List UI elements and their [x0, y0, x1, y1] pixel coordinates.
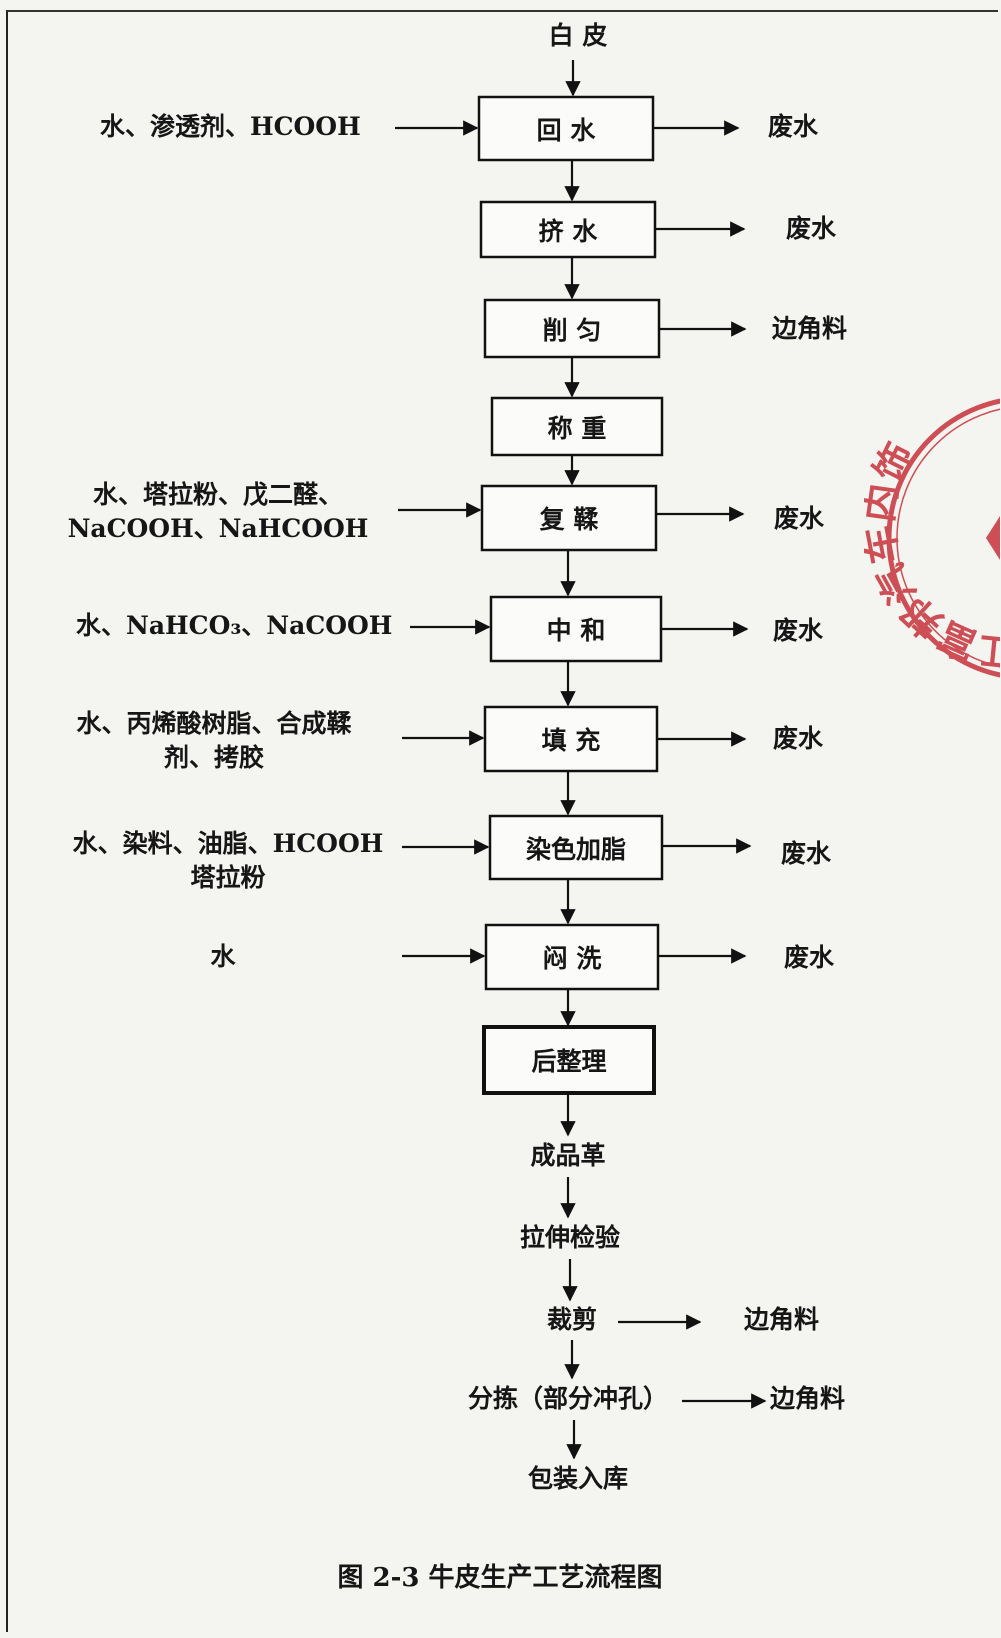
post-packaging: 包装入库 [527, 1464, 629, 1493]
step-label: 称 重 [547, 413, 607, 443]
step-fill: 填 充 [485, 707, 657, 771]
process-box [482, 1025, 656, 1095]
step-wash: 闷 洗 [486, 925, 658, 989]
output-fill: 废水 [773, 724, 824, 753]
step-finishing: 后整理 [484, 1027, 654, 1093]
input-retan: 水、塔拉粉、戊二醛、 NaCOOH、NaHCOOH [68, 478, 369, 546]
step-retan: 复 鞣 [482, 486, 656, 550]
step-label: 中 和 [546, 616, 606, 645]
input-fill: 水、丙烯酸树脂、合成鞣 剂、拷胶 [76, 707, 351, 775]
output-neutralize: 废水 [773, 616, 824, 645]
step-neutralize: 中 和 [491, 597, 661, 661]
input-line: 水、染料、油脂、HCOOH [72, 829, 384, 858]
input-wash: 水 [210, 942, 236, 971]
input-line: 剂、拷胶 [163, 742, 265, 772]
output-sorting: 边角料 [770, 1384, 846, 1413]
page-frame [6, 10, 998, 1632]
step-label: 复 鞣 [539, 505, 599, 534]
step-shave: 削 匀 [485, 300, 659, 357]
process-box [489, 595, 663, 663]
output-rehydrate: 废水 [768, 112, 819, 141]
output-wash: 废水 [784, 943, 835, 972]
step-label: 回 水 [536, 115, 596, 145]
seal-ring [886, 398, 1000, 678]
input-neutralize: 水、NaHCO₃、NaCOOH [76, 611, 393, 640]
output-cutting: 边角料 [744, 1305, 820, 1334]
post-finished-leather: 成品革 [530, 1141, 606, 1170]
step-label: 后整理 [531, 1047, 607, 1076]
input-dye-fatliquor: 水、染料、油脂、HCOOH 塔拉粉 [73, 827, 384, 895]
step-label: 染色加脂 [525, 834, 626, 864]
process-box [480, 484, 658, 552]
input-line: NaCOOH、NaHCOOH [67, 513, 369, 543]
raw-material-label: 白 皮 [548, 21, 608, 50]
process-box [490, 396, 664, 457]
post-stretch-inspection: 拉伸检验 [519, 1223, 621, 1252]
output-shave: 边角料 [772, 314, 848, 343]
process-box [477, 95, 655, 162]
output-retan: 废水 [774, 504, 825, 533]
input-line: 水、塔拉粉、戊二醛、 [92, 480, 343, 509]
step-label: 削 匀 [542, 315, 602, 345]
process-box [488, 814, 664, 881]
post-cutting: 裁剪 [546, 1305, 598, 1334]
input-line: 塔拉粉 [190, 862, 266, 892]
step-label: 挤 水 [538, 216, 598, 246]
post-sorting: 分拣（部分冲孔） [468, 1384, 669, 1413]
step-rehydrate: 回 水 [479, 97, 653, 160]
step-weigh: 称 重 [492, 398, 662, 455]
step-label: 填 充 [541, 726, 601, 755]
step-label: 闷 洗 [542, 944, 602, 973]
seal-star-icon [986, 516, 1000, 560]
output-squeeze: 废水 [786, 214, 837, 243]
step-dye-fatliquor: 染色加脂 [490, 816, 662, 879]
input-rehydrate: 水、渗透剂、HCOOH [100, 112, 361, 141]
figure-caption: 图 2-3 牛皮生产工艺流程图 [337, 1563, 663, 1593]
output-dye-fatliquor: 废水 [781, 839, 832, 868]
input-line: 水、丙烯酸树脂、合成鞣 [76, 709, 352, 738]
step-squeeze: 挤 水 [481, 202, 655, 257]
company-seal: 江富邦汽车内饰 [864, 398, 1000, 678]
